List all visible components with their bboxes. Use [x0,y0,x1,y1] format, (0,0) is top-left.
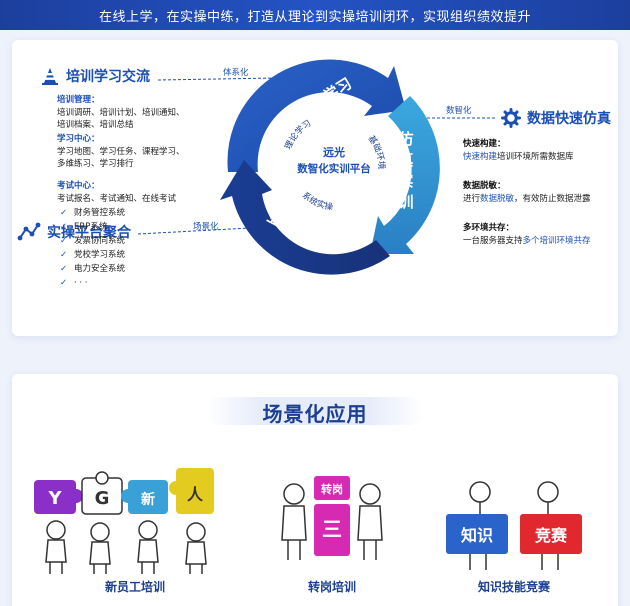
list-item-label: 财务管控系统 [74,208,126,218]
sim-char-2: 真 [398,151,413,169]
stick-figures [45,520,207,574]
puzzle-letter-g: G [95,488,110,509]
multi-env-group: 多环境共存： 一台服务器支持多个培训环境共存 [463,222,591,247]
group-line: 学习地图、学习任务、课程学习、 [57,147,185,157]
sign-knowledge-text: 知识 [461,526,493,545]
inner-system-label: 系统实操 [300,190,334,213]
practice-platform-title-text: 实操平台聚合 [47,225,131,241]
list-item: ✓ 发票协同系统 [60,234,125,248]
training-exchange-title-text: 培训学习交流 [66,69,150,85]
practice-segment [220,160,390,275]
group-title: 培训管理： [57,95,100,105]
group-line: 多维练习、学习排行 [57,159,134,169]
network-chart-icon [17,222,41,241]
group-title: 快速构建： [463,139,506,149]
check-icon: ✓ [60,278,68,288]
plain-text: 培训环境所需数据库 [497,151,574,162]
check-icon: ✓ [60,236,68,246]
simulation-segment [370,96,440,254]
scenario-title: 场景化应用 [262,402,368,426]
sign-lines-glyph: 三 [322,517,342,541]
training-exchange-title: 培训学习交流 [40,66,150,86]
list-item-label: 电力安全系统 [74,264,126,274]
sim-char-3: 实 [398,172,413,190]
svg-text:理论学习: 理论学习 [284,119,314,152]
sign-transfer-text: 转岗 [321,482,343,496]
check-icon: ✓ [60,250,68,260]
learning-center-group: 学习中心： 学习地图、学习任务、课程学习、 多维练习、学习排行 [57,133,185,170]
data-simulation-title-text: 数据快速仿真 [527,111,611,127]
traffic-cone-icon [42,68,58,85]
scenarize-label: 场景化 [193,222,219,232]
connector-lines [137,77,496,235]
top-banner: 在线上学，在实操中练，打造从理论到实操培训闭环，实现组织绩效提升 [0,0,630,30]
plain-text: 一台服务器支持 [463,235,523,246]
practice-platform-title: 实操平台聚合 [17,222,131,242]
list-item: ✓ 财务管控系统 [60,206,125,220]
skill-competition-label: 知识技能竞赛 [477,580,550,594]
training-management-group: 培训管理： 培训调研、培训计划、培训通知、 培训档案、培训总结 [57,94,185,131]
cycle-diagram: 理论学习 仿 真 实 训 业务实操 理论学习 基础环境 系统实操 远光 数智化实… [220,59,440,275]
theory-segment [227,59,406,172]
center-subtitle: 数智化实训平台 [296,162,371,175]
systematize-label: 体系化 [223,68,249,78]
list-item: ✓ · · · [60,276,125,290]
job-transfer-training-label: 转岗培训 [307,580,356,594]
new-employee-training-label: 新员工培训 [104,580,165,594]
plain-text: ，有效防止数据泄露 [514,193,591,204]
digitize-label: 数智化 [446,106,472,116]
list-item: ✓ 党校学习系统 [60,248,125,262]
group-line: 培训档案、培训总结 [57,120,134,130]
group-title: 数据脱敏： [463,181,506,191]
group-title: 考试中心： [57,181,100,191]
list-item-label: 党校学习系统 [74,250,126,260]
desensitize-group: 数据脱敏： 进行数据脱敏，有效防止数据泄露 [463,180,591,205]
new-employee-illustration: Y G 新 人 [34,468,214,574]
list-item-label: · · · [74,278,88,288]
list-item: ✓ ERP系统 [60,220,125,234]
group-title: 多环境共存： [463,223,515,233]
sim-char-4: 训 [398,193,413,211]
system-list: ✓ 财务管控系统 ✓ ERP系统 ✓ 发票协同系统 ✓ 党校学习系统 ✓ 电力安全系统 ✓… [60,206,125,290]
sign-competition-text: 竞赛 [535,526,568,545]
sim-char-1: 仿 [398,130,413,148]
list-item: ✓ 电力安全系统 [60,262,125,276]
highlight-text: 快速构建 [463,151,498,162]
list-item-label: ERP系统 [74,222,108,232]
group-line: 培训调研、培训计划、培训通知、 [57,108,185,118]
puzzle-char-person: 人 [187,485,204,504]
quick-build-group: 快速构建： 快速构建培训环境所需数据库 [463,138,574,163]
group-title: 学习中心： [57,134,100,144]
list-item-label: 发票协同系统 [74,236,126,246]
center-title: 远光 [323,145,345,159]
highlight-text: 数据脱敏 [480,193,515,204]
svg-text:系统实操: 系统实操 [300,190,334,213]
plain-text: 进行 [463,193,481,204]
gear-icon [501,108,521,128]
data-simulation-title: 数据快速仿真 [501,108,611,128]
highlight-text: 多个培训环境共存 [522,235,591,246]
exam-center-group: 考试中心： 考试报名、考试通知、在线考试 [57,180,176,205]
job-transfer-illustration: 转岗 三 [281,476,383,560]
group-line: 考试报名、考试通知、在线考试 [57,194,177,204]
puzzle-letter-y: Y [47,488,62,509]
check-icon: ✓ [60,264,68,274]
skill-competition-illustration: 知识 竞赛 [446,481,582,570]
scenario-title-bar: 场景化应用 [206,397,424,426]
inner-theory-label: 理论学习 [284,119,314,152]
check-icon: ✓ [60,208,68,218]
check-icon: ✓ [60,222,68,232]
puzzle-char-new: 新 [141,491,155,508]
